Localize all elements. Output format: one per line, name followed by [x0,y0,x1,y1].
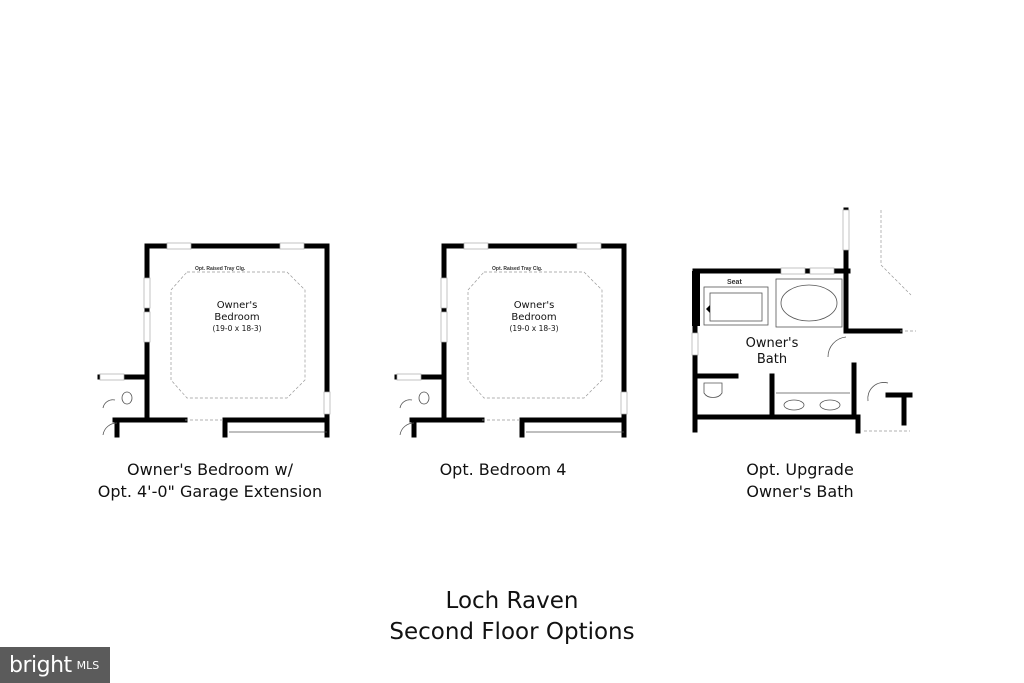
tray-ceiling-label: Opt. Raised Tray Clg. [492,266,543,272]
room-name-line2: Bedroom [214,312,259,323]
seat-label: Seat [727,279,742,286]
room-name-line1: Owner's [217,300,258,311]
floorplan-opt-bedroom-4: Opt. Raised Tray Clg. Owner's Bedroom (1… [392,240,632,440]
floorplan-upgrade-owners-bath: Seat Owner's Bath [688,205,918,437]
floorplan-drawing: Seat Owner's Bath [691,207,916,434]
room-dimensions: (19-0 x 18-3) [212,324,261,333]
caption-line2: Opt. 4'-0" Garage Extension [97,482,323,501]
page-title: Loch Raven Second Floor Options [0,586,1024,648]
room-name-line1: Owner's [514,300,555,311]
tray-ceiling-label: Opt. Raised Tray Clg. [195,266,246,272]
room-name-line2: Bath [757,352,787,367]
room-name-line1: Owner's [746,336,799,351]
room-dimensions: (19-0 x 18-3) [509,324,558,333]
caption-line2: Owner's Bath [746,482,854,501]
caption-plan-2: Opt. Bedroom 4 [400,459,606,481]
caption-plan-1: Owner's Bedroom w/ Opt. 4'-0" Garage Ext… [60,459,360,503]
floorplan-drawing: Opt. Raised Tray Clg. Owner's Bedroom (1… [394,242,628,438]
logo-suffix: MLS [76,658,100,672]
floorplan-drawing: Opt. Raised Tray Clg. Owner's Bedroom (1… [97,242,331,438]
room-name-line2: Bedroom [511,312,556,323]
floorplan-owners-bedroom-garage-ext: Opt. Raised Tray Clg. Owner's Bedroom (1… [95,240,335,440]
caption-line1: Opt. Upgrade [746,460,854,479]
title-line1: Loch Raven [445,588,579,614]
bright-mls-logo: bright MLS [0,647,110,683]
caption-line1: Owner's Bedroom w/ [127,460,293,479]
caption-line1: Opt. Bedroom 4 [439,460,567,479]
title-line2: Second Floor Options [389,619,635,645]
logo-brand: bright [9,652,72,678]
caption-plan-3: Opt. Upgrade Owner's Bath [700,459,900,503]
